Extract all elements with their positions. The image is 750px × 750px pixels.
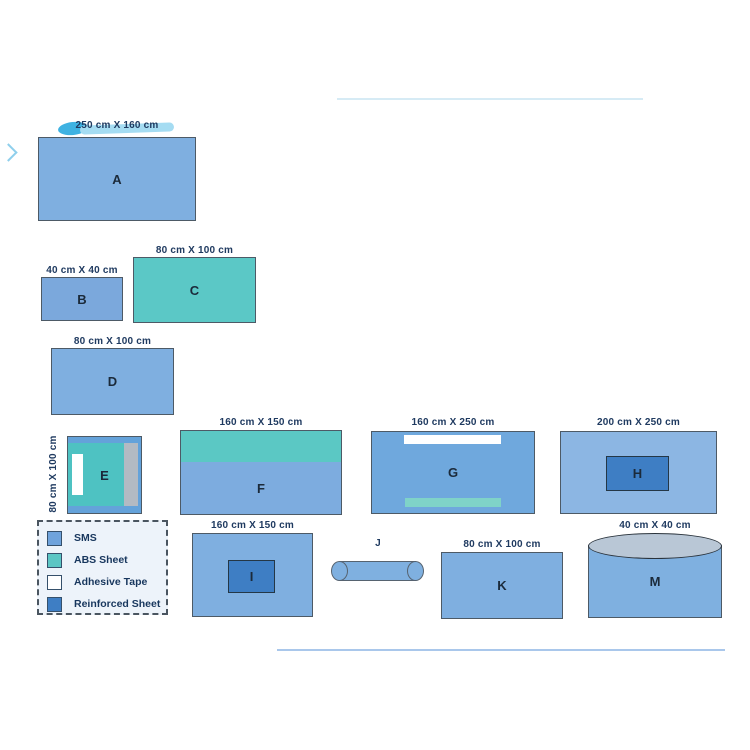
drape-k: K [441,552,563,619]
adhesive-tape-strip [404,435,501,444]
abs-sheet-swatch [47,552,62,568]
drape-b: B [41,277,123,321]
drape-d-letter: D [107,374,118,389]
drape-a: A [38,137,196,221]
bottom-rule-line [277,649,725,651]
abs-bottom-strip [405,498,501,507]
drape-g: G [371,431,535,514]
drape-k-dims-label: 80 cm X 100 cm [463,539,541,550]
drape-i-letter: I [249,569,254,584]
drape-h-dims-label: 200 cm X 250 cm [596,417,681,428]
reinforced-inner-rect: I [228,560,275,593]
abs-top-band [181,431,341,462]
drape-f-letter: F [257,481,265,496]
legend: SMS ABS Sheet Adhesive Tape Reinforced S… [37,520,168,615]
drape-a-letter: A [112,171,122,187]
sms-swatch [47,530,62,546]
cylinder-j-right-end [407,561,424,581]
cylinder-m-top [588,533,722,559]
legend-item-label: Reinforced Sheet [74,598,161,610]
reinforced-sheet-swatch [47,596,62,612]
legend-item-sms: SMS [47,527,166,549]
drape-e-letter: E [100,467,109,483]
drape-d-dims-label: 80 cm X 100 cm [73,336,152,347]
drape-b-letter: B [77,291,87,307]
drape-c-letter: C [189,282,200,298]
reinforced-inner-rect: H [606,456,669,491]
chevron-right-icon [0,143,18,162]
drape-i: I [192,533,313,617]
cylinder-j-left-end [331,561,348,581]
adhesive-tape-strip [72,454,83,495]
drape-c: C [133,257,256,323]
legend-item-adhesive-tape: Adhesive Tape [47,571,166,593]
legend-item-abs-sheet: ABS Sheet [47,549,166,571]
drape-a-dims-label: 250 cm X 160 cm [75,120,159,131]
drape-k-letter: K [497,578,507,593]
drape-i-dims-label: 160 cm X 150 cm [210,520,295,531]
drape-f-dims-label: 160 cm X 150 cm [219,417,303,428]
gray-strip [124,443,138,506]
drape-d: D [51,348,174,415]
legend-item-label: ABS Sheet [74,554,128,566]
drape-m-dims-label: 40 cm X 40 cm [619,520,691,531]
cylinder-j-body [340,561,416,581]
drape-g-dims-label: 160 cm X 250 cm [411,417,495,428]
legend-item-label: Adhesive Tape [74,576,148,588]
drape-e-dims-label: 80 cm X 100 cm [48,435,59,513]
legend-item-label: SMS [74,532,97,544]
top-rule-line [337,98,643,100]
drape-m-letter: M [649,574,661,589]
drape-h: H [560,431,717,514]
drape-g-letter: G [447,465,459,480]
drape-b-dims-label: 40 cm X 40 cm [46,265,118,276]
drape-h-letter: H [632,466,643,481]
drape-j-label: J [375,538,381,549]
drape-c-dims-label: 80 cm X 100 cm [155,245,234,256]
drape-f: F [180,430,342,515]
adhesive-tape-swatch [47,574,62,590]
legend-item-reinforced-sheet: Reinforced Sheet [47,593,166,615]
drape-e: E [67,436,142,514]
